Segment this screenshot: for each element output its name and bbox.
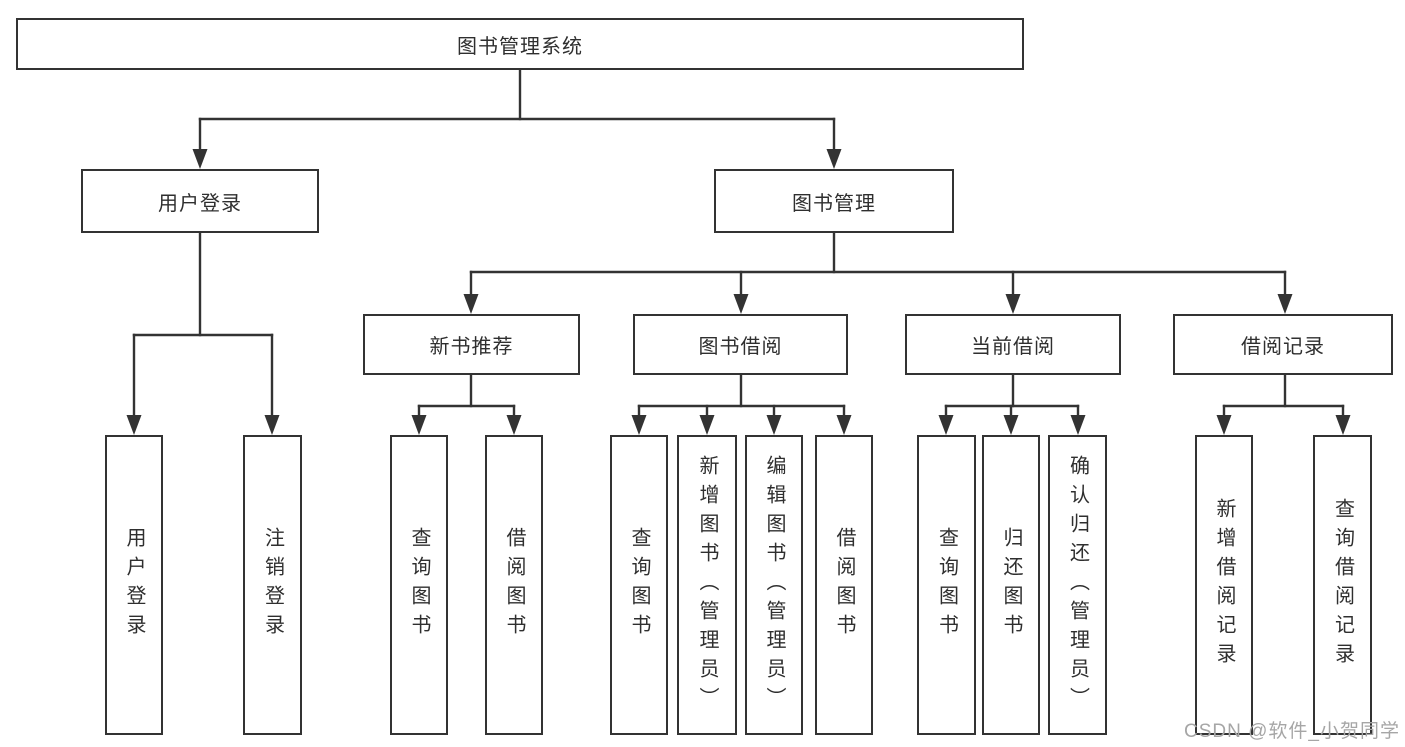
leaf-query-borrow-record: 查询借阅记录 [1313,435,1372,735]
node-label: 用户登录 [158,192,242,215]
leaf-add-borrow-record: 新增借阅记录 [1195,435,1253,735]
node-label: 图书管理 [792,192,876,215]
leaf-label: 查询图书 [408,527,430,643]
leaf-add-books-admin: 新增图书（管理员） [677,435,737,735]
leaf-query-books-borrowing: 查询图书 [610,435,668,735]
leaf-query-books-current: 查询图书 [917,435,976,735]
leaf-label: 查询图书 [935,527,958,643]
leaf-label: 借阅图书 [833,527,855,643]
node-book-management: 图书管理 [714,169,954,233]
leaf-return-books: 归还图书 [982,435,1040,735]
leaf-edit-books-admin: 编辑图书（管理员） [745,435,803,735]
leaf-label: 新增图书（管理员） [696,454,718,716]
node-label: 新书推荐 [429,336,514,358]
leaf-confirm-return-admin: 确认归还（管理员） [1048,435,1107,735]
leaf-label: 借阅图书 [503,527,525,643]
leaf-label: 确认归还（管理员） [1066,454,1089,716]
leaf-label: 注销登录 [261,527,284,643]
node-library-management-system: 图书管理系统 [16,18,1024,70]
node-new-book-recommendation: 新书推荐 [363,314,580,375]
node-current-borrowing: 当前借阅 [905,314,1121,375]
node-label: 图书借阅 [698,336,783,358]
leaf-label: 用户登录 [123,527,145,643]
leaf-logout: 注销登录 [243,435,302,735]
node-label: 当前借阅 [971,336,1055,358]
leaf-query-books-recommend: 查询图书 [390,435,448,735]
leaf-label: 查询借阅记录 [1331,498,1354,672]
leaf-label: 查询图书 [628,527,650,643]
node-label: 图书管理系统 [457,35,583,58]
leaf-borrow-books-borrowing: 借阅图书 [815,435,873,735]
leaf-user-login: 用户登录 [105,435,163,735]
node-book-borrowing: 图书借阅 [633,314,848,375]
node-user-login: 用户登录 [81,169,319,233]
leaf-label: 新增借阅记录 [1213,498,1235,672]
leaf-borrow-books-recommend: 借阅图书 [485,435,543,735]
watermark: CSDN @软件_小贺同学 [1184,721,1400,742]
node-label: 借阅记录 [1241,336,1325,358]
node-borrowing-records: 借阅记录 [1173,314,1393,375]
leaf-label: 编辑图书（管理员） [763,454,785,716]
leaf-label: 归还图书 [1000,527,1022,643]
